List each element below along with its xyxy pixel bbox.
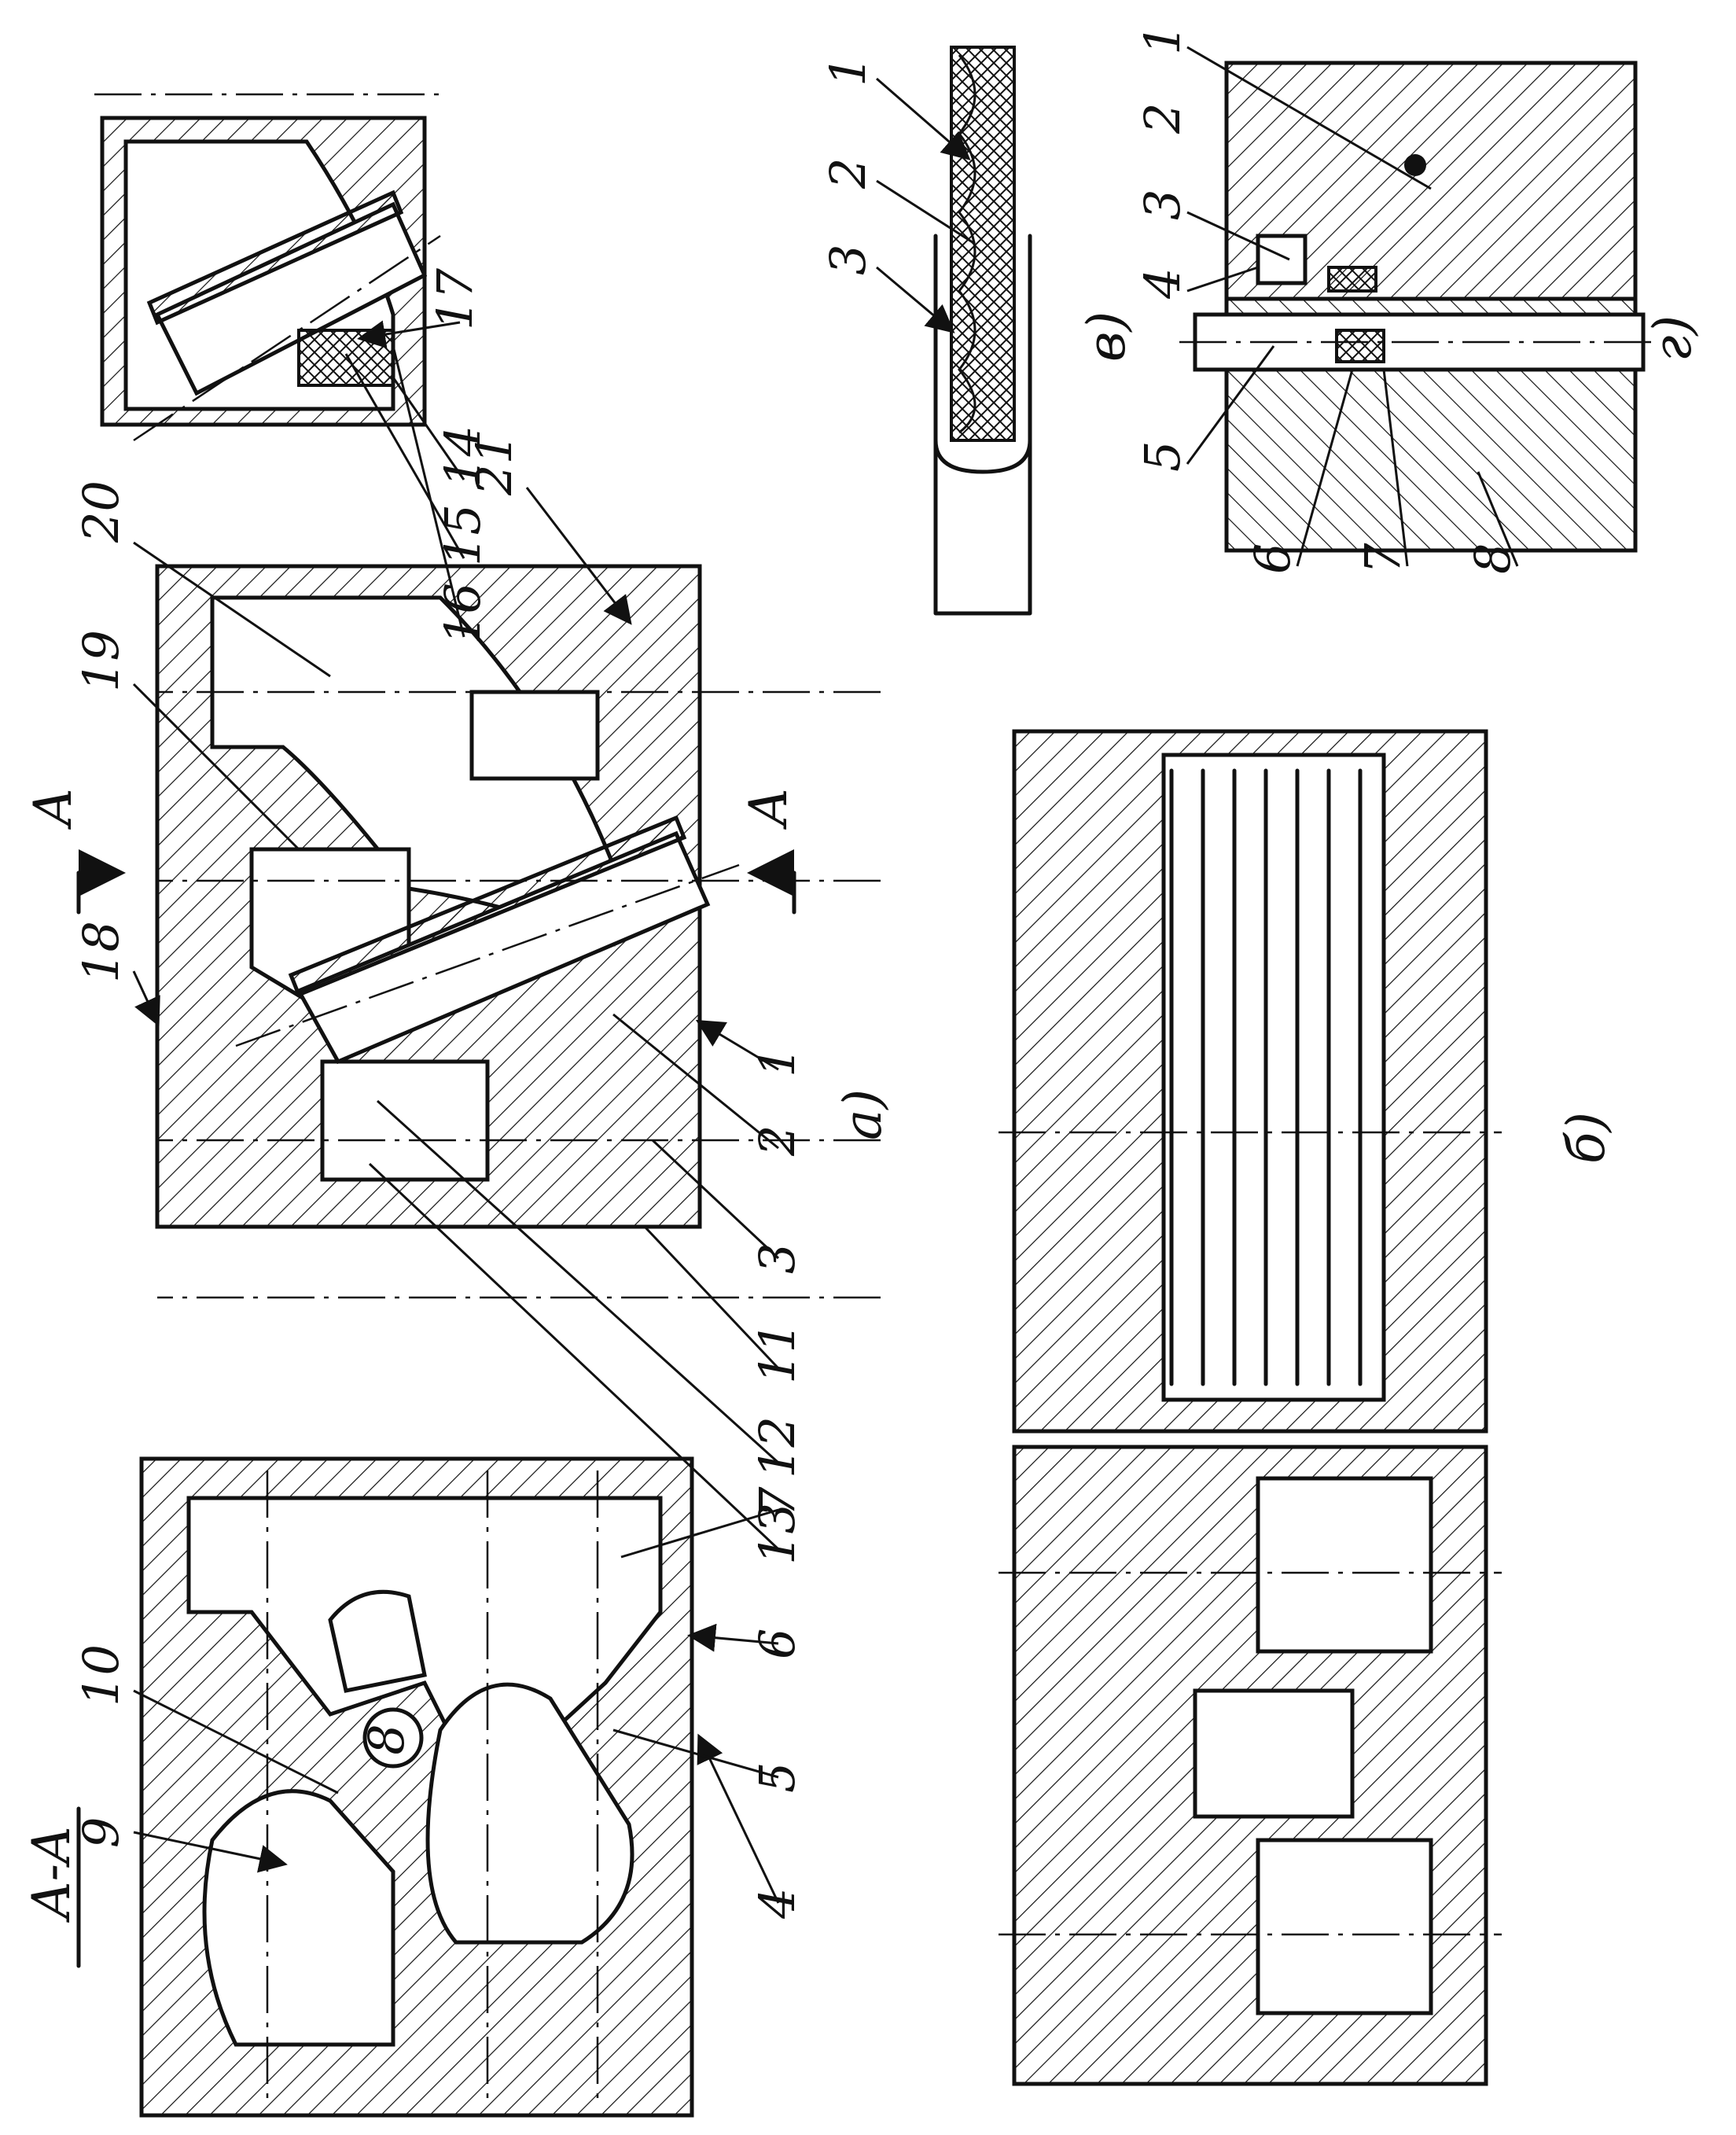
- axis-line: [235, 863, 740, 1047]
- g-part-label-6: 6: [1244, 543, 1301, 574]
- g-part-label-5: 5: [1134, 441, 1191, 472]
- injector-tube-wall: [146, 190, 404, 326]
- g-part-label-7: 7: [1354, 543, 1411, 574]
- leader-16: [133, 541, 331, 678]
- axis-line: [133, 234, 441, 442]
- chamber-mark: 8: [358, 1724, 415, 1754]
- detail-g-valve-seat: 1 2 3 4 5 6 7 8 г): [1134, 24, 1703, 574]
- leader-7: [620, 1508, 779, 1559]
- g-part-label-1: 1: [1134, 24, 1191, 55]
- leader-14: [132, 970, 160, 1027]
- part-label-7: 7: [748, 1486, 806, 1518]
- v-part-label-3: 3: [819, 245, 877, 275]
- leader-5: [612, 1728, 779, 1779]
- leader-4: [697, 1733, 780, 1904]
- g-part-label-4: 4: [1134, 268, 1191, 300]
- injector-sleeve-wall: [288, 815, 687, 998]
- caption-a: а): [833, 1089, 893, 1140]
- part-label-15: 19: [72, 630, 130, 692]
- g-leader-1: [1186, 46, 1432, 190]
- leader-12: [376, 1099, 780, 1464]
- seat-dot: [1404, 154, 1426, 176]
- finned-thread: [1193, 1688, 1355, 1819]
- leader-13: [368, 1162, 780, 1551]
- cooling-cavity-2: [469, 690, 600, 781]
- g-leader-8: [1477, 471, 1519, 567]
- leader-20: [392, 345, 465, 638]
- view-a-main-section: A A 18 19 20 21 1 2 3 11 12 13 а): [23, 433, 893, 1565]
- g-part-label-2: 2: [1134, 103, 1191, 134]
- section-a-a: A-A 8 9 10 4 5 6 7: [21, 1456, 806, 2118]
- gasket-fold: [933, 438, 1032, 474]
- cooling-cavity-3: [320, 1059, 490, 1182]
- caption-b: б): [1556, 1112, 1616, 1164]
- section-title: A-A: [21, 1826, 82, 1923]
- leader-11: [643, 1225, 780, 1370]
- fins-upper: [1169, 768, 1363, 1386]
- part-label-21: 17: [426, 268, 484, 330]
- leader-21: [357, 320, 461, 349]
- view-b-finned-head: б): [999, 729, 1616, 2086]
- finned-head-gap: [1161, 753, 1386, 1402]
- injector-detail: 17 14 15 16: [94, 93, 491, 645]
- leader-6: [687, 1623, 779, 1652]
- g-leader-3: [1186, 211, 1290, 261]
- part-label-11: 11: [748, 1322, 806, 1384]
- part-label-12: 12: [748, 1416, 806, 1478]
- stem-seal: [1335, 329, 1385, 363]
- v-leader-2: [876, 179, 976, 245]
- g-leader-6: [1296, 369, 1354, 567]
- g-leader-5: [1186, 345, 1275, 465]
- leader-3: [651, 1139, 780, 1260]
- part-label-1: 1: [748, 1047, 806, 1077]
- gasket-edge: [933, 234, 1032, 616]
- section-a-a-port-right: [202, 1789, 395, 2047]
- part-label-16: 20: [72, 480, 130, 543]
- g-leader-4: [1186, 266, 1259, 293]
- detail-v-gasket: 1 2 3 в): [819, 46, 1137, 616]
- leader-9: [133, 1831, 288, 1873]
- v-leader-1: [876, 77, 971, 160]
- part-label-13: 13: [748, 1503, 806, 1565]
- section-marker-bottom: A: [738, 788, 799, 830]
- caption-g: г): [1642, 315, 1703, 362]
- v-part-label-1: 1: [819, 56, 877, 87]
- leader-1: [695, 1019, 779, 1071]
- g-part-label-8: 8: [1464, 543, 1521, 574]
- part-label-10: 10: [72, 1644, 130, 1706]
- gasket-bead: [958, 54, 977, 434]
- g-leader-7: [1382, 369, 1409, 567]
- seat-insert: [1256, 234, 1308, 285]
- finned-port-a: [1256, 1476, 1433, 1654]
- leader-10: [133, 1689, 339, 1795]
- section-a-a-port-left: [425, 1682, 634, 1945]
- injector-seal: [297, 329, 395, 387]
- caption-v: в): [1076, 311, 1137, 362]
- seat-ring: [1327, 266, 1377, 293]
- section-a-a-valve-guide: [328, 1589, 427, 1693]
- part-label-9: 9: [72, 1817, 130, 1848]
- leader-17: [525, 487, 632, 625]
- finned-port-b: [1256, 1838, 1433, 2015]
- part-label-14: 18: [72, 921, 130, 983]
- g-part-label-3: 3: [1134, 190, 1191, 220]
- gasket-layer: [950, 46, 1016, 442]
- leader-19: [344, 353, 465, 559]
- part-label-4: 4: [748, 1888, 806, 1920]
- chamber-mark-circle: [362, 1707, 424, 1769]
- v-part-label-2: 2: [819, 158, 877, 190]
- leader-15: [132, 683, 300, 851]
- part-label-17: 21: [465, 433, 523, 496]
- leader-2: [612, 1013, 779, 1150]
- section-marker-top: A: [23, 788, 83, 830]
- v-leader-3: [876, 266, 955, 333]
